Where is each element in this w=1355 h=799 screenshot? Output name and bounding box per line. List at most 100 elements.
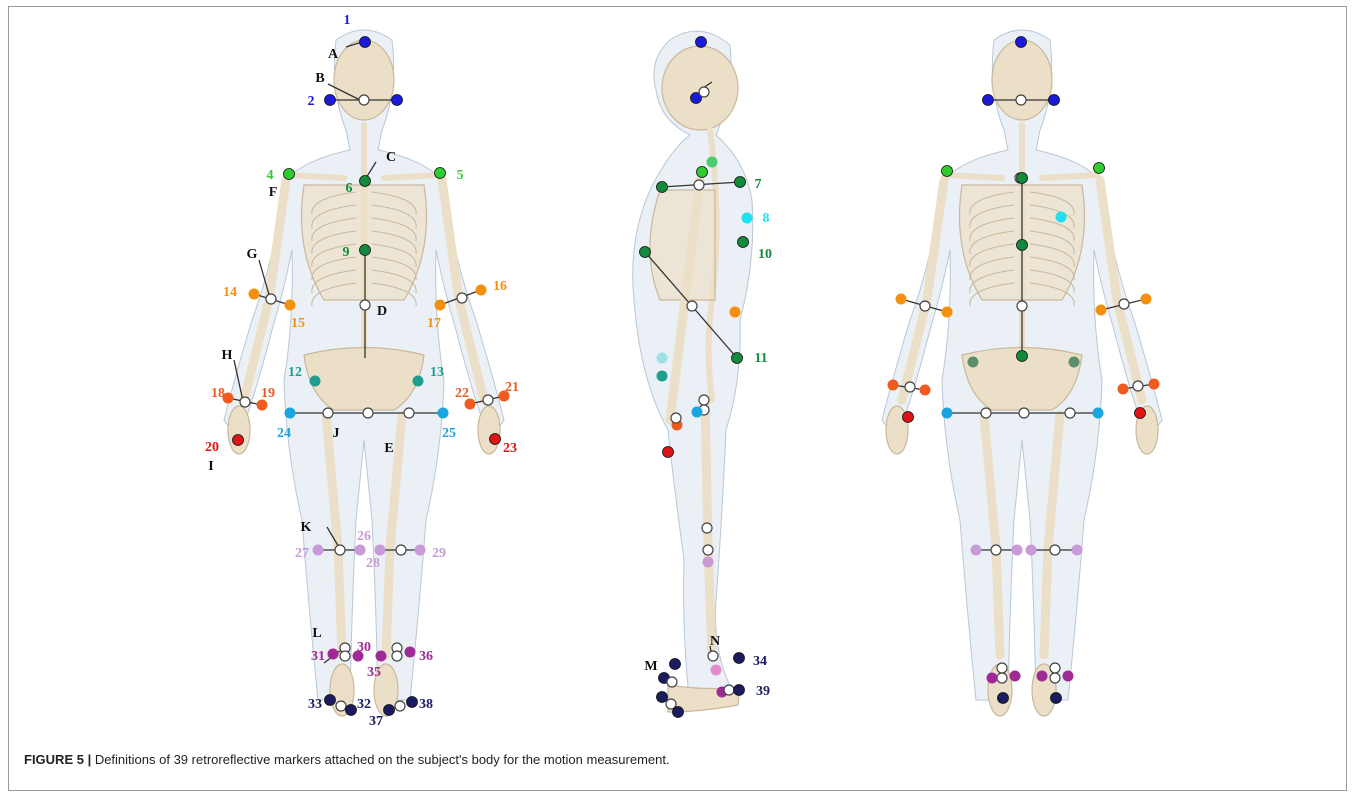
back-landmark-L-ring-d <box>1050 673 1060 683</box>
landmark-label-G: G <box>247 247 258 262</box>
marker-label-17: 17 <box>427 316 441 331</box>
landmark-toe-ring-left <box>336 701 346 711</box>
marker-label-18: 18 <box>211 386 225 401</box>
landmark-toe-ring-right <box>395 701 405 711</box>
back-landmark-B-ring <box>1016 95 1026 105</box>
back-marker-31 <box>987 673 998 684</box>
back-clavicle-right <box>1042 175 1097 178</box>
side-marker-38 <box>673 707 684 718</box>
back-landmark-H-ring <box>905 382 915 392</box>
side-marker-30 <box>711 665 722 676</box>
marker-24 <box>285 408 296 419</box>
back-marker-25 <box>1093 408 1104 419</box>
landmark-label-M: M <box>644 659 657 674</box>
back-marker-15 <box>942 307 953 318</box>
marker-label-4: 4 <box>267 168 274 183</box>
back-landmark-D-ring <box>1017 301 1027 311</box>
back-marker-2 <box>983 95 994 106</box>
back-marker-9 <box>1017 240 1028 251</box>
back-marker-16 <box>1141 294 1152 305</box>
marker-label-11: 11 <box>754 351 767 366</box>
front-clavicle-right <box>384 175 439 178</box>
landmark-J-ring <box>323 408 333 418</box>
marker-1 <box>360 37 371 48</box>
marker-3 <box>392 95 403 106</box>
side-marker-17 <box>730 307 741 318</box>
landmark-G-ring <box>266 294 276 304</box>
marker-36 <box>405 647 416 658</box>
marker-label-2: 2 <box>308 94 315 109</box>
side-landmark-D-ring <box>687 301 697 311</box>
marker-19 <box>257 400 268 411</box>
side-landmark-K-ring-b <box>703 545 713 555</box>
marker-25 <box>438 408 449 419</box>
side-landmark-J-ring <box>699 395 709 405</box>
back-landmark-J-ring-right <box>1065 408 1075 418</box>
landmark-label-J: J <box>333 426 340 441</box>
marker-label-28: 28 <box>366 556 380 571</box>
landmark-J-ring-right <box>404 408 414 418</box>
front-skull <box>334 40 394 120</box>
caption-text: Definitions of 39 retroreflective marker… <box>91 752 669 767</box>
back-landmark-K-ring <box>991 545 1001 555</box>
landmark-K-ring-right <box>396 545 406 555</box>
marker-label-23: 23 <box>503 441 517 456</box>
side-marker-6 <box>707 157 718 168</box>
marker-23 <box>490 434 501 445</box>
marker-label-6: 6 <box>346 181 353 196</box>
back-landmark-J-ring <box>981 408 991 418</box>
back-marker-13 <box>1069 357 1080 368</box>
back-marker-19 <box>920 385 931 396</box>
marker-label-14: 14 <box>223 285 237 300</box>
back-marker-17 <box>1096 305 1107 316</box>
marker-label-5: 5 <box>457 168 464 183</box>
marker-26 <box>355 545 366 556</box>
side-marker-10 <box>738 237 749 248</box>
side-landmark-foot-ring <box>724 685 734 695</box>
back-landmark-G-ring <box>920 301 930 311</box>
back-marker-12 <box>968 357 979 368</box>
marker-label-13: 13 <box>430 365 444 380</box>
side-marker-4 <box>697 167 708 178</box>
side-ribcage <box>650 190 715 300</box>
side-marker-26 <box>703 557 714 568</box>
landmark-L-ring-d <box>392 651 402 661</box>
marker-20 <box>233 435 244 446</box>
marker-12 <box>310 376 321 387</box>
marker-32 <box>346 705 357 716</box>
figure-label: FIGURE 5 | <box>24 752 91 767</box>
marker-38 <box>407 697 418 708</box>
landmark-label-D: D <box>377 304 387 319</box>
back-landmark-L-ring-c <box>1050 663 1060 673</box>
marker-label-38: 38 <box>419 697 433 712</box>
back-marker-18 <box>888 380 899 391</box>
marker-14 <box>249 289 260 300</box>
side-marker-34 <box>734 653 745 664</box>
back-marker-22 <box>1118 384 1129 395</box>
side-landmark-B-ring <box>699 87 709 97</box>
marker-label-36: 36 <box>419 649 433 664</box>
side-landmark-N-ring <box>708 651 718 661</box>
marker-label-31: 31 <box>311 649 325 664</box>
marker-label-22: 22 <box>455 386 469 401</box>
marker-label-12: 12 <box>288 365 302 380</box>
side-landmark-H-ring <box>671 413 681 423</box>
back-marker-21 <box>1149 379 1160 390</box>
skeleton-figure: 1245678910111213141516171819202122232425… <box>0 0 1355 760</box>
figure-caption: FIGURE 5 | Definitions of 39 retroreflec… <box>24 752 670 767</box>
back-marker-28 <box>1012 545 1023 556</box>
marker-28 <box>375 545 386 556</box>
back-landmark-H-ring-right <box>1133 381 1143 391</box>
side-marker-33 <box>670 659 681 670</box>
back-marker-29 <box>1072 545 1083 556</box>
back-marker-5 <box>1094 163 1105 174</box>
landmark-label-I: I <box>208 459 213 474</box>
back-marker-37 <box>1051 693 1062 704</box>
marker-label-15: 15 <box>291 316 305 331</box>
back-marker-11 <box>1017 351 1028 362</box>
side-marker-11 <box>732 353 743 364</box>
marker-label-10: 10 <box>758 247 772 262</box>
back-marker-3 <box>1049 95 1060 106</box>
marker-label-7: 7 <box>755 177 762 192</box>
marker-label-24: 24 <box>277 426 291 441</box>
